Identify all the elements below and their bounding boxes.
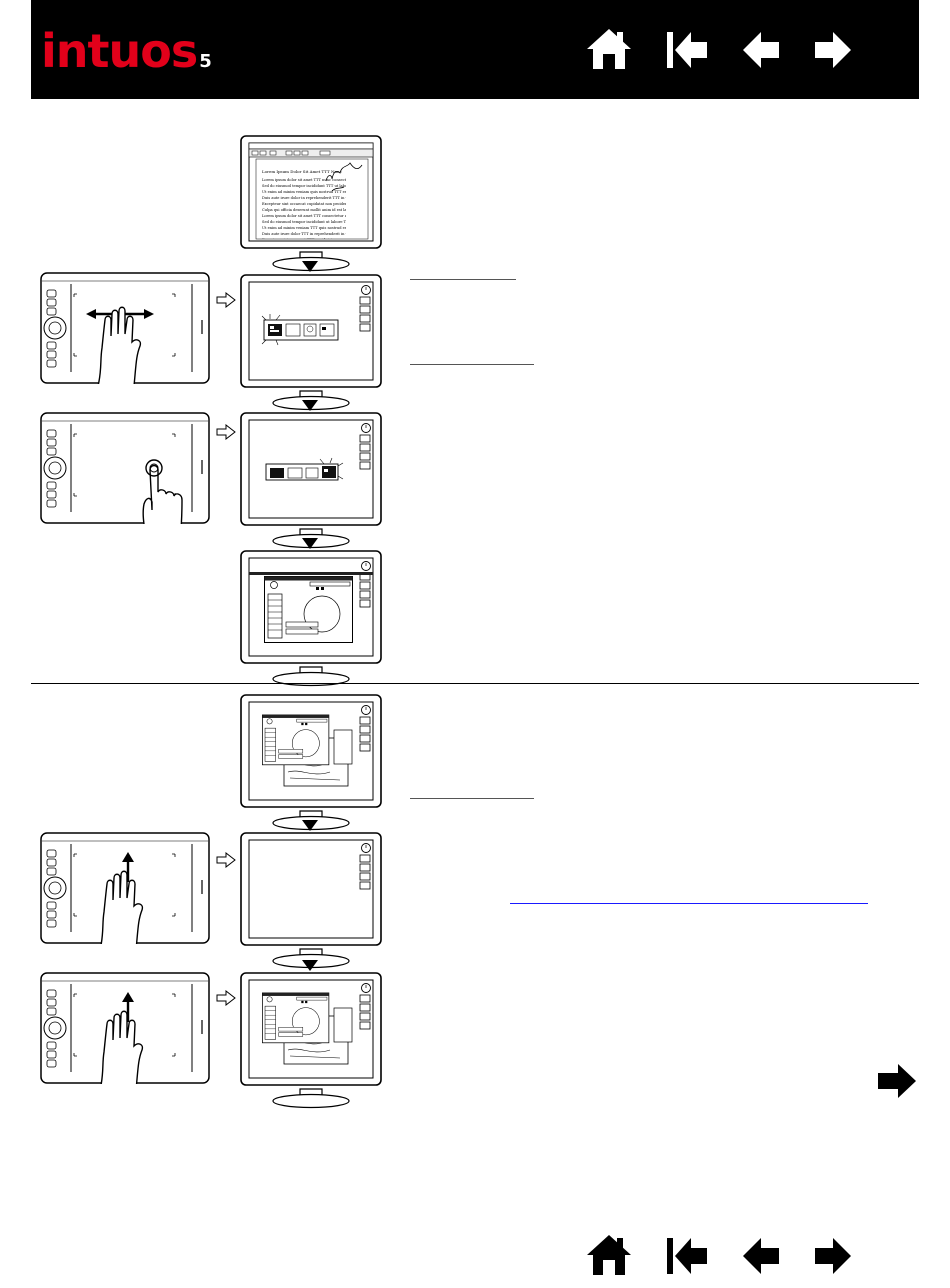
down-arrow-icon <box>302 400 318 412</box>
previous-page-icon <box>743 1238 779 1274</box>
home-icon <box>587 29 631 69</box>
monitor-document <box>240 135 382 275</box>
document-line: Duis aute irure dolor TTT in reprehender… <box>262 232 346 236</box>
document-line: Duis aute irure dolor in reprehenderit T… <box>262 196 346 200</box>
document-line: Ut enim ad minim veniam TTT quis nostrud… <box>262 226 346 230</box>
document-line: Sed do eiusmod tempor incididunt TTT ut … <box>262 184 346 188</box>
open-arrow-icon <box>216 292 236 308</box>
open-arrow-icon <box>216 990 236 1006</box>
document-line: Sed do eiusmod tempor incididunt ut labo… <box>262 220 346 224</box>
monitor-window-switch-2 <box>240 412 382 552</box>
monitor-desktop <box>240 832 382 972</box>
document-line: Excepteur sint occaecat cupidatat non pr… <box>262 202 346 206</box>
next-page-button[interactable] <box>805 22 861 78</box>
footer-previous-page-button[interactable] <box>733 1228 789 1284</box>
down-arrow-icon <box>302 538 318 550</box>
previous-page-icon <box>743 32 779 68</box>
home-button[interactable] <box>581 22 637 78</box>
document-text: Lorem Ipsum Dolor Sit Amet TTT Nunc Lore… <box>262 169 346 239</box>
document-line: Culpa qui officia deserunt mollit anim i… <box>262 208 346 212</box>
tablet-tap <box>40 412 210 524</box>
next-page-icon <box>815 1238 851 1274</box>
footer-home-button[interactable] <box>581 1228 637 1284</box>
document-line: Excepteur sint occaecat TTT cupidatat no… <box>262 237 346 239</box>
first-page-icon <box>667 1238 707 1274</box>
document-line: Lorem ipsum dolor sit amet TTT consectet… <box>262 214 346 218</box>
step-underline <box>410 279 516 280</box>
open-arrow-icon <box>216 852 236 868</box>
logo-text: intuos <box>41 24 198 78</box>
tablet-swipe-up-1 <box>40 832 210 944</box>
down-arrow-icon <box>302 261 318 273</box>
document-body: Lorem ipsum dolor sit amet TTT nunc cons… <box>262 177 346 239</box>
logo-version: 5 <box>199 51 211 72</box>
next-page-icon <box>878 1064 916 1098</box>
open-arrow-icon <box>216 424 236 440</box>
footer-first-page-button[interactable] <box>659 1228 715 1284</box>
monitor-window-switch-1 <box>240 274 382 414</box>
down-arrow-icon <box>302 960 318 972</box>
step-underline <box>410 798 534 799</box>
section-divider <box>31 683 919 684</box>
previous-page-button[interactable] <box>733 22 789 78</box>
first-page-button[interactable] <box>659 22 715 78</box>
continue-next-button[interactable] <box>874 1058 920 1104</box>
tablet-swipe-up-2 <box>40 972 210 1084</box>
monitor-multiple-windows <box>240 694 382 834</box>
down-arrow-icon <box>302 820 318 832</box>
document-heading: Lorem Ipsum Dolor Sit Amet TTT Nunc <box>262 169 342 174</box>
first-page-icon <box>667 32 707 68</box>
footer-next-page-button[interactable] <box>805 1228 861 1284</box>
monitor-multiple-windows-restored <box>240 972 382 1112</box>
monitor-application <box>240 550 382 690</box>
document-line: Lorem ipsum dolor sit amet TTT nunc cons… <box>262 178 346 182</box>
hyperlink-underline[interactable] <box>510 903 868 904</box>
home-icon <box>587 1235 631 1275</box>
next-page-icon <box>815 32 851 68</box>
step-underline <box>410 364 534 365</box>
document-line: Ut enim ad minim veniam quis nostrud TTT… <box>262 190 346 194</box>
tablet-swipe-horizontal <box>40 272 210 384</box>
